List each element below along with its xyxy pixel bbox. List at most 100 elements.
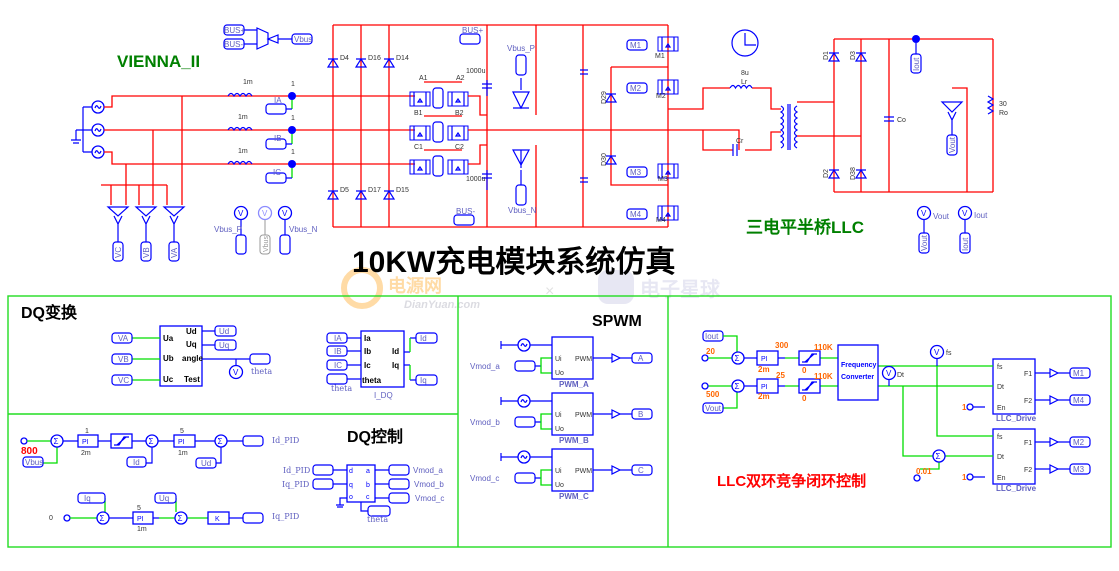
svg-text:Converter: Converter xyxy=(841,374,874,381)
svg-text:D15: D15 xyxy=(396,187,409,194)
svg-text:800: 800 xyxy=(21,446,38,457)
svg-text:1: 1 xyxy=(291,115,295,122)
svg-text:Iq_PID: Iq_PID xyxy=(282,480,309,489)
svg-text:Uq: Uq xyxy=(186,340,197,349)
svg-text:IA: IA xyxy=(274,96,282,105)
svg-text:C: C xyxy=(638,466,644,475)
svg-text:Ro: Ro xyxy=(999,110,1008,117)
svg-text:BUS-: BUS- xyxy=(456,207,475,216)
svg-text:1000u: 1000u xyxy=(466,68,486,75)
svg-text:C2: C2 xyxy=(455,144,464,151)
svg-text:a: a xyxy=(366,468,370,475)
svg-text:25: 25 xyxy=(776,371,785,380)
svg-text:VA: VA xyxy=(118,334,129,343)
dq-control-panel: DQ控制 800 PI 1 2m PI 5 1m Vbus Id Ud Id_P… xyxy=(20,427,444,533)
svg-text:D30: D30 xyxy=(601,153,608,166)
svg-text:Ub: Ub xyxy=(163,354,174,363)
svg-text:angle: angle xyxy=(182,354,203,363)
svg-text:0.01: 0.01 xyxy=(916,467,932,476)
svg-text:1m: 1m xyxy=(137,526,147,533)
svg-text:PWM_C: PWM_C xyxy=(559,492,589,501)
svg-text:Id_PID: Id_PID xyxy=(283,466,310,475)
svg-text:M2: M2 xyxy=(630,84,642,93)
voltage-sensors: VC VB VA xyxy=(106,206,186,262)
svg-text:Vbus_P: Vbus_P xyxy=(507,44,535,53)
svg-text:Ud: Ud xyxy=(219,327,229,336)
svg-text:A: A xyxy=(638,354,644,363)
svg-text:Id_PID: Id_PID xyxy=(272,436,299,445)
svg-text:D38: D38 xyxy=(850,167,857,180)
svg-text:PI: PI xyxy=(761,356,768,363)
svg-text:theta: theta xyxy=(362,376,382,385)
vienna-title: VIENNA_II xyxy=(117,52,200,71)
svg-text:5: 5 xyxy=(180,428,184,435)
svg-text:fs: fs xyxy=(997,434,1003,441)
svg-text:D16: D16 xyxy=(368,55,381,62)
svg-text:1000u: 1000u xyxy=(466,176,486,183)
svg-text:PWM: PWM xyxy=(575,356,592,363)
svg-text:BUS-: BUS- xyxy=(224,40,243,49)
svg-text:M4: M4 xyxy=(630,210,642,219)
svg-text:M1: M1 xyxy=(630,41,642,50)
spwm-panel: SPWM Ui Uo PWM Vmod_a PWM_A A Ui Uo PWM … xyxy=(470,313,653,501)
svg-text:Vbus: Vbus xyxy=(25,458,43,467)
dc-link: 1000u 1000u BUS+ BUS- Vbus_P Vbus_N xyxy=(453,25,537,227)
svg-text:D3: D3 xyxy=(850,51,857,60)
svg-text:110K: 110K xyxy=(814,372,833,381)
svg-text:1: 1 xyxy=(962,473,967,482)
svg-text:M3: M3 xyxy=(630,168,642,177)
svg-text:Cr: Cr xyxy=(736,138,744,145)
svg-text:Vout: Vout xyxy=(920,234,929,251)
svg-text:D1: D1 xyxy=(823,51,830,60)
svg-text:8u: 8u xyxy=(741,70,749,77)
svg-text:Vbus_N: Vbus_N xyxy=(289,225,318,234)
svg-text:Uo: Uo xyxy=(555,426,564,433)
svg-text:Ia: Ia xyxy=(364,334,371,343)
ac-source-b-icon xyxy=(91,123,105,137)
svg-text:LLC_Drive: LLC_Drive xyxy=(996,414,1037,423)
svg-text:IC: IC xyxy=(334,361,342,370)
svg-text:Dt: Dt xyxy=(997,454,1004,461)
svg-text:B: B xyxy=(638,410,643,419)
vienna-rectifier: VIENNA_II VC VB VA 1m 1m 1m 1 1 1 IA IB … xyxy=(71,24,583,262)
svg-text:电子星球: 电子星球 xyxy=(640,278,721,301)
svg-text:Ui: Ui xyxy=(555,356,562,363)
control-panels xyxy=(7,295,1112,548)
svg-text:Uq: Uq xyxy=(219,341,229,350)
svg-text:Vout: Vout xyxy=(933,212,950,221)
svg-text:D5: D5 xyxy=(340,187,349,194)
svg-text:PWM: PWM xyxy=(575,468,592,475)
svg-text:Vmod_c: Vmod_c xyxy=(415,494,444,503)
svg-text:B2: B2 xyxy=(455,110,464,117)
svg-text:1m: 1m xyxy=(238,114,248,121)
svg-text:M2: M2 xyxy=(656,93,666,100)
svg-text:DQ控制: DQ控制 xyxy=(347,427,403,446)
svg-text:Vmod_a: Vmod_a xyxy=(470,362,500,371)
svg-text:IC: IC xyxy=(273,168,281,177)
svg-text:PI: PI xyxy=(761,384,768,391)
svg-text:PI: PI xyxy=(178,439,185,446)
boost-inductors: 1m 1m 1m xyxy=(227,79,253,166)
bidirectional-switches: A1 A2 B1 B2 C1 C2 xyxy=(409,75,583,177)
svg-text:1m: 1m xyxy=(243,79,253,86)
llc-title: 三电平半桥LLC xyxy=(746,217,864,237)
svg-text:PI: PI xyxy=(82,439,89,446)
vbus-sense: BUS+ BUS- Vbus xyxy=(223,24,313,50)
svg-text:300: 300 xyxy=(775,341,789,350)
svg-text:Vbus: Vbus xyxy=(263,236,270,252)
svg-text:Ui: Ui xyxy=(555,468,562,475)
svg-text:Iq: Iq xyxy=(392,361,399,370)
svg-text:VB: VB xyxy=(142,247,151,258)
svg-text:M4: M4 xyxy=(656,217,666,224)
svg-text:q: q xyxy=(349,482,353,489)
svg-text:K: K xyxy=(215,516,220,523)
pwm-channel-c: Ui Uo PWM Vmod_c PWM_C C xyxy=(470,448,653,501)
svg-text:Iq: Iq xyxy=(420,376,427,385)
svg-text:Vmod_b: Vmod_b xyxy=(414,480,444,489)
svg-text:Vmod_c: Vmod_c xyxy=(470,474,499,483)
ac-source-c-icon xyxy=(91,145,105,159)
svg-text:SPWM: SPWM xyxy=(592,313,642,330)
svg-text:1: 1 xyxy=(962,403,967,412)
svg-text:C1: C1 xyxy=(414,144,423,151)
